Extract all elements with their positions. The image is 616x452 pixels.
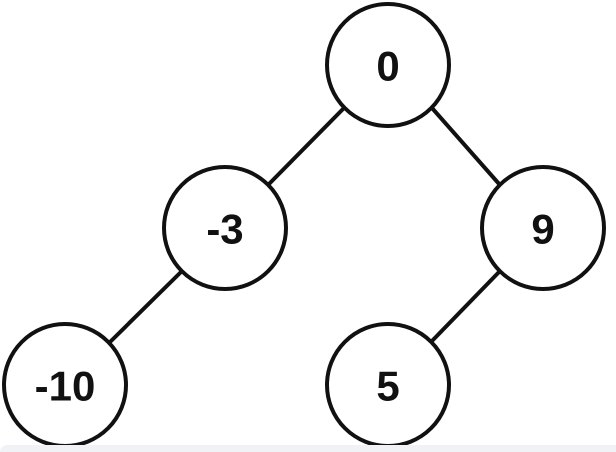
- tree-node-right[interactable]: 9: [480, 165, 606, 291]
- edge-right-rightleft: [429, 269, 502, 344]
- edge-root-left: [267, 106, 346, 186]
- node-label-right: 9: [531, 206, 554, 253]
- tree-node-rightleft[interactable]: 5: [325, 322, 451, 448]
- node-circle-right: [480, 165, 606, 291]
- nodes-group: 0 -3 9 -10 5: [2, 2, 606, 448]
- tree-node-left[interactable]: -3: [162, 165, 288, 291]
- node-label-root: 0: [376, 43, 399, 90]
- edge-root-right: [430, 106, 502, 187]
- node-label-left: -3: [206, 206, 243, 253]
- node-label-leftleft: -10: [35, 363, 96, 410]
- edge-left-leftleft: [107, 269, 184, 345]
- tree-node-leftleft[interactable]: -10: [2, 322, 128, 448]
- bottom-strip: [0, 445, 616, 452]
- node-label-rightleft: 5: [376, 363, 399, 410]
- edges-group: [107, 106, 502, 345]
- node-circle-left: [162, 165, 288, 291]
- node-circle-root: [325, 2, 451, 128]
- tree-node-root[interactable]: 0: [325, 2, 451, 128]
